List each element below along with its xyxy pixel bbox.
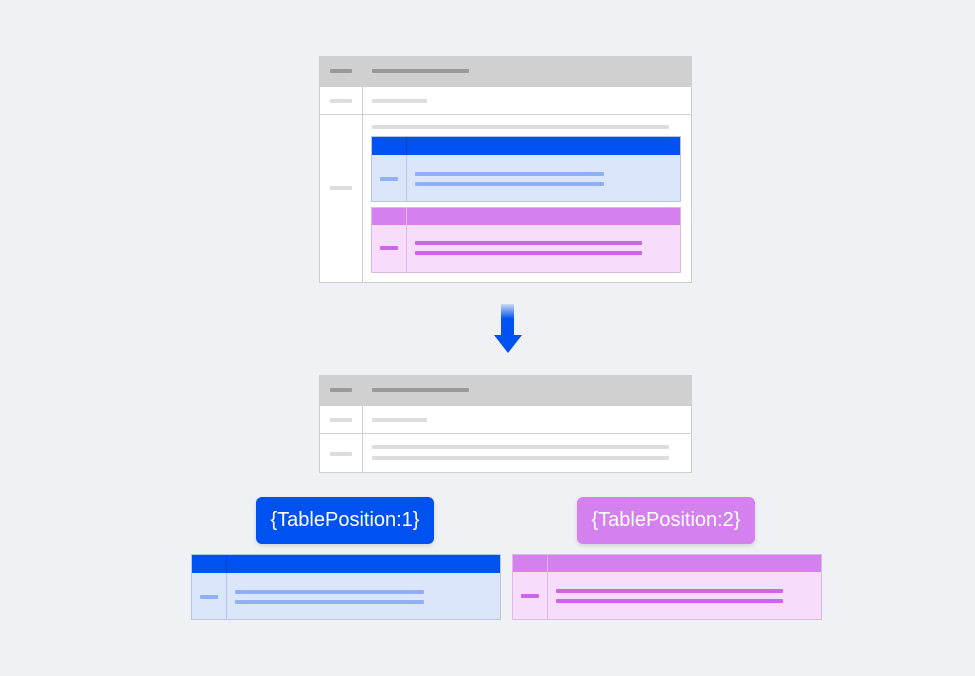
column-divider xyxy=(406,208,407,272)
cell-placeholder xyxy=(556,589,783,593)
column-divider xyxy=(362,57,363,282)
column-divider xyxy=(362,376,363,472)
row-divider xyxy=(320,433,691,434)
cell-placeholder xyxy=(235,600,424,604)
cell-placeholder xyxy=(330,418,352,422)
cell-placeholder xyxy=(380,246,398,250)
cell-placeholder xyxy=(415,241,642,245)
cell-placeholder xyxy=(200,595,218,599)
table-position-tag-1: {TablePosition:1} xyxy=(256,497,434,544)
extracted-purple-table xyxy=(512,554,822,620)
extracted-purple-table-header xyxy=(513,555,821,572)
table-position-tag-2: {TablePosition:2} xyxy=(577,497,755,544)
cell-placeholder xyxy=(330,186,352,190)
cell-placeholder xyxy=(372,456,669,460)
cell-placeholder xyxy=(372,125,669,129)
extracted-blue-table-header xyxy=(192,555,500,573)
row-divider xyxy=(320,86,691,87)
result-table xyxy=(319,375,692,473)
nested-blue-table xyxy=(371,136,681,202)
cell-placeholder xyxy=(556,599,783,603)
cell-placeholder xyxy=(380,177,398,181)
header-cell-placeholder xyxy=(372,388,469,392)
extracted-blue-table xyxy=(191,554,501,620)
column-divider xyxy=(226,555,227,619)
nested-purple-table-header xyxy=(372,208,680,225)
cell-placeholder xyxy=(372,99,427,103)
cell-placeholder xyxy=(415,182,604,186)
cell-placeholder xyxy=(415,172,604,176)
cell-placeholder xyxy=(330,452,352,456)
column-divider xyxy=(406,137,407,201)
header-cell-placeholder xyxy=(330,388,352,392)
cell-placeholder xyxy=(330,99,352,103)
nested-purple-table xyxy=(371,207,681,273)
header-cell-placeholder xyxy=(330,69,352,73)
row-divider xyxy=(320,405,691,406)
cell-placeholder xyxy=(372,445,669,449)
cell-placeholder xyxy=(415,251,642,255)
cell-placeholder xyxy=(235,590,424,594)
column-divider xyxy=(547,555,548,619)
header-cell-placeholder xyxy=(372,69,469,73)
arrow-down-icon xyxy=(494,304,522,353)
cell-placeholder xyxy=(372,418,427,422)
row-divider xyxy=(320,114,691,115)
nested-blue-table-header xyxy=(372,137,680,155)
column-divider xyxy=(226,555,227,573)
cell-placeholder xyxy=(521,594,539,598)
column-divider xyxy=(406,137,407,155)
